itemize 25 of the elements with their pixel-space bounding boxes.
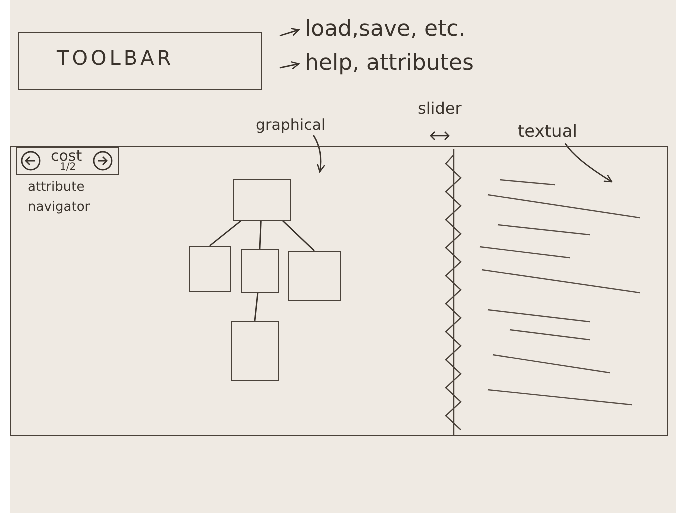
slider-label: slider xyxy=(418,100,462,118)
attribute-navigator-header xyxy=(16,147,119,175)
toolbar-label: TOOLBAR xyxy=(57,47,174,69)
graph-node-box xyxy=(189,246,231,292)
toolbar-panel xyxy=(18,32,262,90)
arrow xyxy=(313,135,326,173)
arrow xyxy=(564,143,613,183)
graph-node-box xyxy=(241,249,279,293)
graph-node-box xyxy=(231,321,279,381)
connector-line xyxy=(259,220,262,250)
graph-node-box xyxy=(288,251,341,301)
arrow xyxy=(280,61,300,70)
connector-line xyxy=(210,220,242,247)
pane-label: graphical xyxy=(256,117,326,134)
menu-note: help, attributes xyxy=(305,52,474,76)
arrow xyxy=(280,28,300,37)
connector-line xyxy=(282,220,315,252)
pane-slider xyxy=(445,149,463,435)
attribute-navigator-label: attribute navigator xyxy=(28,179,92,216)
application-window xyxy=(10,146,668,436)
graph-node-box xyxy=(233,179,291,221)
page-counter: 1/2 xyxy=(60,162,76,173)
menu-note: load,save, etc. xyxy=(305,18,466,42)
pane-label: textual xyxy=(518,123,578,142)
connector-line xyxy=(254,292,259,322)
